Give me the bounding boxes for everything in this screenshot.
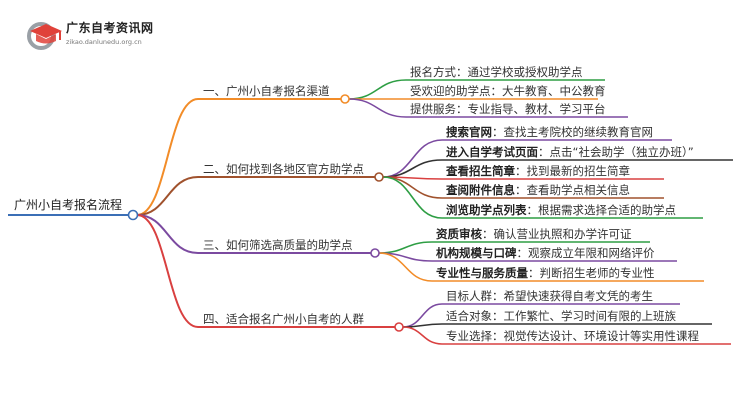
leaf-prefix: 专业性与服务质量 [436,266,528,280]
leaf-prefix: 适合对象 [446,309,492,323]
leaf-separator: ： [456,65,468,79]
leaf-text: 查找主考院校的继续教育官网 [503,125,654,139]
logo-subtitle: zikao.danlunedu.org.cn [66,38,142,46]
branch-connector [136,98,199,216]
leaf-node[interactable]: 进入自学考试页面：点击“社会助学（独立办班）” [446,145,694,159]
leaf-node[interactable]: 专业性与服务质量：判断招生老师的专业性 [436,266,655,280]
leaf-connector [382,139,443,178]
leaf-prefix: 查看招生简章 [446,164,515,178]
leaf-node[interactable]: 目标人群：希望快速获得自考文凭的考生 [446,289,653,303]
branch-node-circle [374,172,384,182]
leaf-prefix: 资质审核 [436,227,482,241]
leaf-separator: ： [456,102,468,116]
leaf-separator: ： [492,309,504,323]
leaf-prefix: 搜索官网 [446,125,492,139]
leaf-prefix: 查阅附件信息 [446,183,515,197]
site-logo[interactable]: 广东自考资讯网 zikao.danlunedu.org.cn [26,16,186,56]
branch-node-circle [394,322,404,332]
leaf-connector [348,98,407,118]
leaf-connector [382,159,443,178]
leaf-node[interactable]: 浏览助学点列表：根据需求选择合适的助学点 [446,203,676,217]
leaf-separator: ： [516,246,529,260]
leaf-connector [378,241,433,254]
leaf-separator: ： [515,164,527,178]
leaf-connector [378,252,433,282]
branch-label[interactable]: 四、适合报名广州小自考的人群 [203,312,364,326]
leaf-connector [402,326,443,345]
leaf-text: 找到最新的招生简章 [526,164,631,178]
logo-title: 广东自考资讯网 [66,21,154,35]
branch-label[interactable]: 三、如何筛选高质量的助学点 [203,238,353,252]
leaf-text: 希望快速获得自考文凭的考生 [503,289,654,303]
leaf-separator: ： [490,84,503,98]
leaf-separator: ： [528,266,540,280]
leaf-text: 视觉传达设计、环境设计等实用性课程 [503,329,700,343]
branch-label[interactable]: 一、广州小自考报名渠道 [203,84,330,98]
branch-connector [136,214,199,254]
leaf-text: 查看助学点相关信息 [526,183,631,197]
leaf-text: 判断招生老师的专业性 [539,266,655,280]
leaf-node[interactable]: 搜索官网：查找主考院校的继续教育官网 [446,125,653,139]
leaf-node[interactable]: 适合对象：工作繁忙、学习时间有限的上班族 [446,309,676,323]
leaf-separator: ： [538,145,550,159]
leaf-text: 工作繁忙、学习时间有限的上班族 [503,309,677,323]
leaf-text: 专业指导、教材、学习平台 [467,102,606,116]
leaf-node[interactable]: 资质审核：确认营业执照和办学许可证 [436,227,632,241]
leaf-text: 根据需求选择合适的助学点 [538,203,676,217]
leaf-separator: ： [526,203,539,217]
leaf-prefix: 目标人群 [446,289,492,303]
leaf-connector [382,176,443,219]
branch-connector [136,176,199,216]
branch-label[interactable]: 二、如何找到各地区官方助学点 [203,162,364,176]
leaf-prefix: 受欢迎的助学点 [410,84,491,98]
leaf-node[interactable]: 机构规模与口碑：观察成立年限和网络评价 [436,246,655,260]
leaf-separator: ： [515,183,527,197]
leaf-text: 通过学校或授权助学点 [467,65,583,79]
leaf-node[interactable]: 专业选择：视觉传达设计、环境设计等实用性课程 [446,329,699,343]
leaf-node[interactable]: 查阅附件信息：查看助学点相关信息 [446,183,630,197]
root-node-circle [127,209,139,221]
branch-connector [136,214,199,328]
leaf-node[interactable]: 报名方式：通过学校或授权助学点 [410,65,583,79]
graduation-cap-icon [27,22,62,50]
leaf-text: 大牛教育、中公教育 [502,84,606,98]
leaf-text: 确认营业执照和办学许可证 [493,227,632,241]
leaf-prefix: 浏览助学点列表 [446,203,527,217]
leaf-prefix: 报名方式 [410,65,456,79]
leaf-node[interactable]: 受欢迎的助学点：大牛教育、中公教育 [410,84,606,98]
leaf-node[interactable]: 提供服务：专业指导、教材、学习平台 [410,102,606,116]
leaf-separator: ： [492,289,504,303]
leaf-prefix: 机构规模与口碑 [436,246,517,260]
branch-node-circle [340,94,350,104]
leaf-prefix: 提供服务 [410,102,456,116]
leaf-text: 点击“社会助学（独立办班）” [549,145,694,159]
leaf-text: 观察成立年限和网络评价 [528,246,655,260]
leaf-separator: ： [482,227,494,241]
leaf-separator: ： [492,329,504,343]
leaf-connector [348,79,407,100]
leaf-prefix: 专业选择 [446,329,492,343]
root-label[interactable]: 广州小自考报名流程 [14,198,123,212]
leaf-connector [382,176,443,199]
branch-node-circle [370,248,380,258]
leaf-prefix: 进入自学考试页面 [446,145,538,159]
leaf-separator: ： [492,125,504,139]
leaf-node[interactable]: 查看招生简章：找到最新的招生简章 [446,164,630,178]
